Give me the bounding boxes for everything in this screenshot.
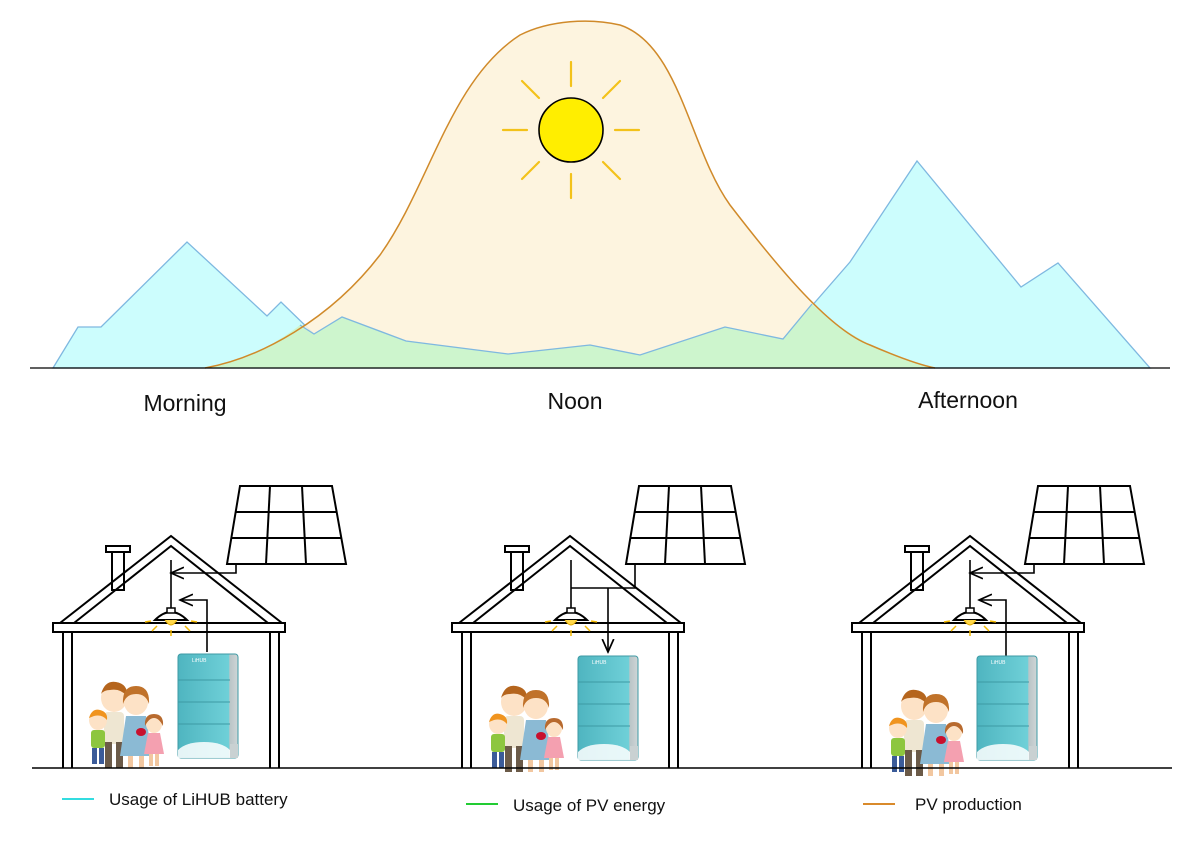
legend-label-battery: Usage of LiHUB battery: [109, 790, 288, 809]
noon-house: LiHUB: [451, 485, 746, 772]
lihub-battery-icon: [577, 655, 639, 761]
battery-brand-label: LiHUB: [192, 658, 207, 664]
pv-usage-area: [205, 304, 935, 368]
pv-production-line: [204, 20, 936, 369]
morning-house: LiHUB: [52, 485, 347, 769]
solar-panel-icon: [625, 485, 746, 565]
family-icon: [489, 685, 564, 772]
lihub-battery-icon: [976, 655, 1038, 761]
solar-panel-icon: [1024, 485, 1145, 565]
battery-brand-label: LiHUB: [592, 660, 607, 666]
legend-label-pv-production: PV production: [915, 795, 1022, 814]
morning-label: Morning: [143, 390, 226, 416]
noon-label: Noon: [548, 388, 603, 414]
family-icon: [889, 689, 964, 776]
legend: Usage of LiHUB battery Usage of PV energ…: [62, 790, 1022, 815]
afternoon-house: LiHUB: [851, 485, 1145, 776]
family-icon: [89, 681, 164, 768]
solar-panel-icon: [226, 485, 347, 565]
sun-icon: [501, 60, 641, 200]
legend-label-pv-energy: Usage of PV energy: [513, 796, 666, 815]
lihub-battery-icon: [177, 653, 239, 759]
energy-profile-graph: [30, 20, 1170, 369]
afternoon-label: Afternoon: [918, 387, 1018, 413]
battery-brand-label: LiHUB: [991, 660, 1006, 666]
